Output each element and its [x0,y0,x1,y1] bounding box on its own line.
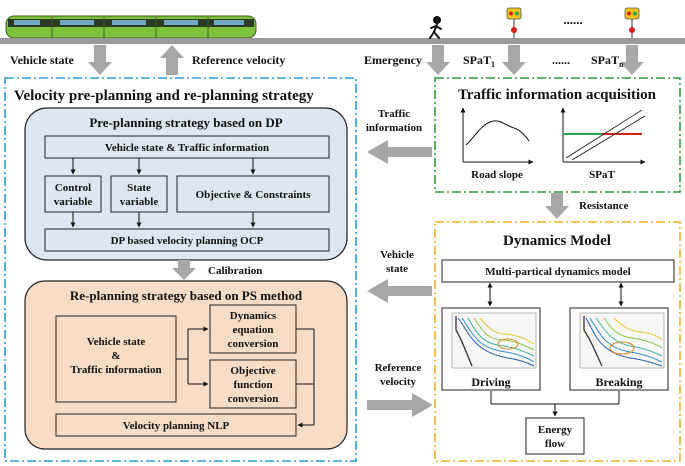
resistance-arrow [545,193,569,219]
ps-vs-line3: Traffic information [70,364,161,376]
breaking-label: Breaking [595,375,642,389]
energy-flow-box [525,417,585,455]
multi-partical-label: Multi-partical dynamics model [485,266,630,278]
breaking-efficiency-map [569,307,669,391]
reference-velocity-arrow [367,393,433,417]
road-slope-plot [460,107,534,165]
ps-vehicle-traffic-box [55,315,177,403]
ps-vs-line1: Vehicle state [87,336,146,348]
ps-title: Re-planning strategy based on PS method [70,288,303,303]
label-spat-n: SPaTn [591,53,624,69]
train-illustration [5,15,257,39]
traffic-info-line2: information [366,122,422,134]
nlp-box [55,413,297,437]
dynamics-conversion-box [209,304,297,354]
multi-partical-box [441,259,675,283]
reference-velocity-mid-line2: velocity [380,376,417,388]
traffic-panel [434,77,681,193]
control-variable-box [44,175,102,213]
traffic-light-icon-n [624,7,640,38]
label-emergency: Emergency [364,53,422,67]
resistance-label: Resistance [579,200,629,212]
dynamics-title: Dynamics Model [503,233,611,249]
reference-velocity-up-arrow [160,45,184,75]
state-variable-line2: variable [120,196,159,208]
spat-plot [560,107,646,165]
ps-connectors [176,326,315,428]
label-reference-velocity-top: Reference velocity [192,53,285,67]
dp-connectors [70,158,256,228]
driving-efficiency-map [441,307,541,391]
objective-conversion-box [209,359,297,409]
pedestrian-icon [429,16,442,39]
vehicle-state-down-arrow [88,45,112,75]
traffic-title: Traffic information acquisition [458,87,657,103]
spat-plot-label: SPaT [589,169,615,181]
vehicle-state-mid-line2: state [386,263,408,275]
strategy-panel [4,77,357,462]
dp-title: Pre-planning strategy based on DP [89,115,282,130]
dp-vehicle-traffic-box [44,135,330,159]
state-variable-line1: State [127,182,151,194]
reference-velocity-mid-line1: Reference [375,362,422,374]
obj-line2: function [233,379,272,391]
objective-constraints-box [176,175,330,213]
control-variable-line2: variable [54,196,93,208]
label-top-ellipsis-2: ...... [552,53,570,67]
ocp-box [44,228,330,252]
ps-vs-line2: & [111,350,120,362]
control-variable-line1: Control [55,182,91,194]
emergency-down-arrow [426,45,450,75]
energy-line2: flow [545,438,565,450]
traffic-info-line1: Traffic [378,108,410,120]
nlp-label: Velocity planning NLP [123,420,230,432]
objective-constraints-label: Objective & Constraints [196,189,312,201]
strategy-title: Velocity pre-planning and re-planning st… [14,88,314,104]
calibration-arrow [172,260,196,280]
obj-line3: conversion [228,393,279,405]
obj-line1: Objective [230,365,275,377]
top-ellipsis: ...... [563,12,583,27]
dyn-line2: equation [233,324,274,336]
dyn-line1: Dynamics [230,310,277,322]
traffic-info-arrow [367,140,432,164]
label-vehicle-state-top: Vehicle state [10,53,75,67]
road-slope-label: Road slope [471,169,523,181]
spatn-down-arrow [620,45,644,75]
energy-line1: Energy [538,424,573,436]
spat1-down-arrow [502,45,526,75]
traffic-light-icon-1 [506,7,522,38]
calibration-label: Calibration [208,265,262,277]
state-variable-box [110,175,168,213]
label-spat-1: SPaT1 [463,53,495,69]
vehicle-state-mid-line1: Vehicle [380,249,414,261]
vehicle-state-arrow [367,279,432,303]
track-bar [0,38,685,44]
dynamics-panel [434,221,681,462]
driving-label: Driving [471,375,510,389]
ocp-label: DP based velocity planning OCP [111,235,264,247]
dyn-line3: conversion [228,338,279,350]
dp-vehicle-traffic-label: Vehicle state & Traffic information [105,142,269,154]
energy-connectors [490,391,620,417]
